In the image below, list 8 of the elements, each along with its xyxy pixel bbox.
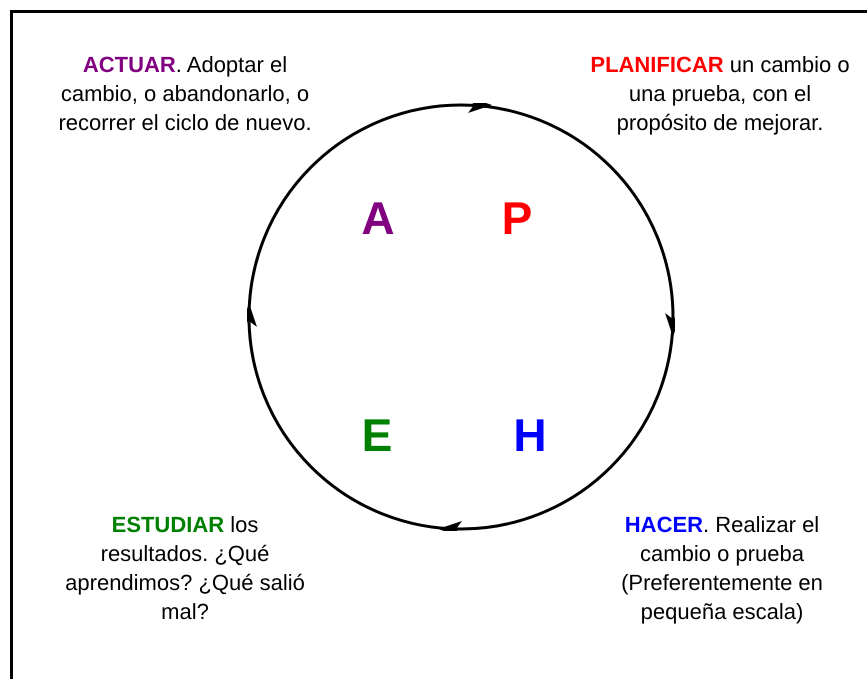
stage-description: ACTUAR. Adoptar el cambio, o abandonarlo, o recorrer el ciclo de nuevo. xyxy=(57,51,313,137)
stage-description: ESTUDIAR los resultados. ¿Qué aprendimos? ¿Qué salió mal? xyxy=(64,511,306,626)
stage-letter: H xyxy=(512,410,548,460)
stage-description: PLANIFICAR un cambio o una prueba, con el propósito de mejorar. xyxy=(590,51,850,137)
stage-letter: E xyxy=(360,410,394,460)
stage-letter: P xyxy=(500,193,534,243)
stage-description: HACER. Realizar el cambio o prueba (Preferentemente en pequeña escala) xyxy=(620,511,824,626)
stage-letter: A xyxy=(360,193,396,243)
